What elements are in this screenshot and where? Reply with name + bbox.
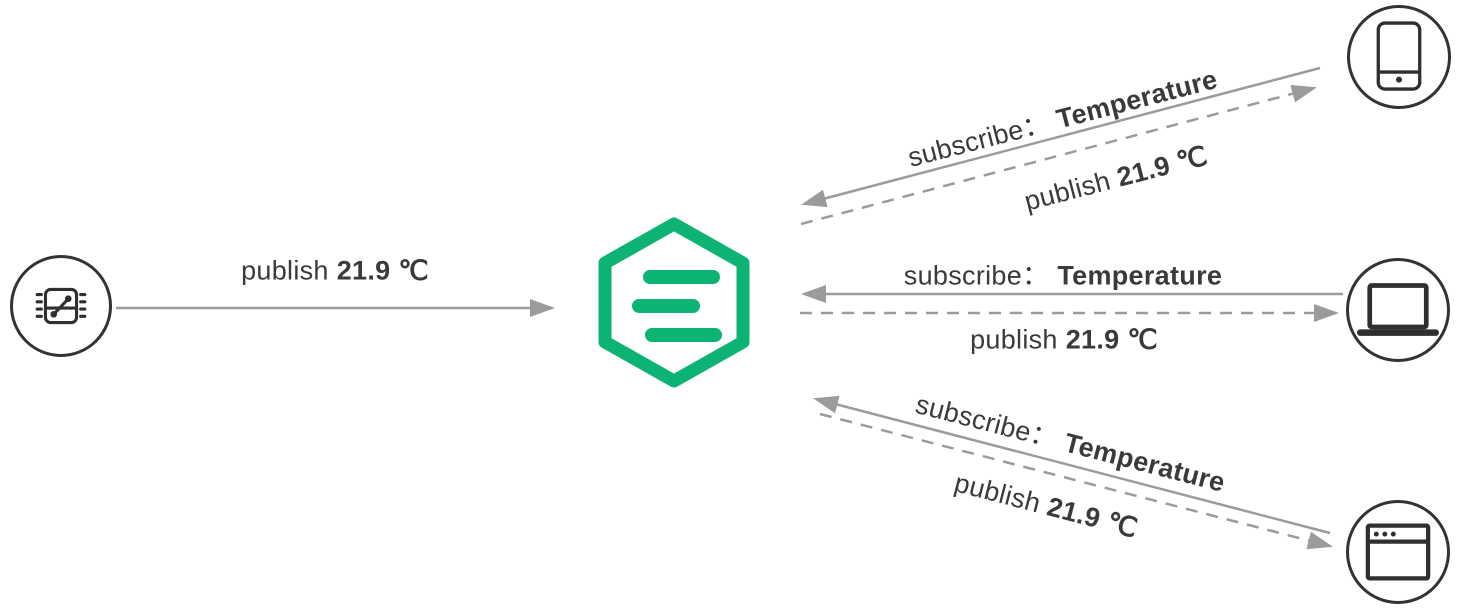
publish-arrow-broker-to-browser [819, 412, 1333, 550]
laptop-icon [1357, 283, 1439, 336]
publish-action: publish [241, 255, 329, 286]
browser-window-icon [1365, 523, 1431, 581]
publish-action: publish [970, 324, 1058, 355]
sensor-chip-icon [35, 287, 87, 325]
smartphone-icon [1376, 21, 1422, 91]
subscribe-label-laptop: subscribe：Temperature [904, 254, 1222, 293]
broker-node [597, 216, 751, 394]
subscribe-arrow-phone-to-broker [801, 66, 1321, 208]
subscribe-topic: Temperature [1057, 260, 1223, 291]
publish-arrow-broker-to-phone [800, 84, 1317, 226]
subscribe-arrow-browser-to-broker [813, 395, 1331, 535]
publish-value: 21.9 ℃ [336, 255, 429, 286]
subscribe-action: subscribe： [903, 260, 1050, 291]
publish-value: 21.9 ℃ [1065, 324, 1158, 355]
sensor-node [10, 255, 112, 357]
subscriber-node-browser [1346, 500, 1450, 604]
emqx-hexagon-logo [598, 217, 750, 388]
subscriber-node-laptop [1346, 258, 1450, 362]
subscriber-node-phone [1347, 5, 1451, 109]
